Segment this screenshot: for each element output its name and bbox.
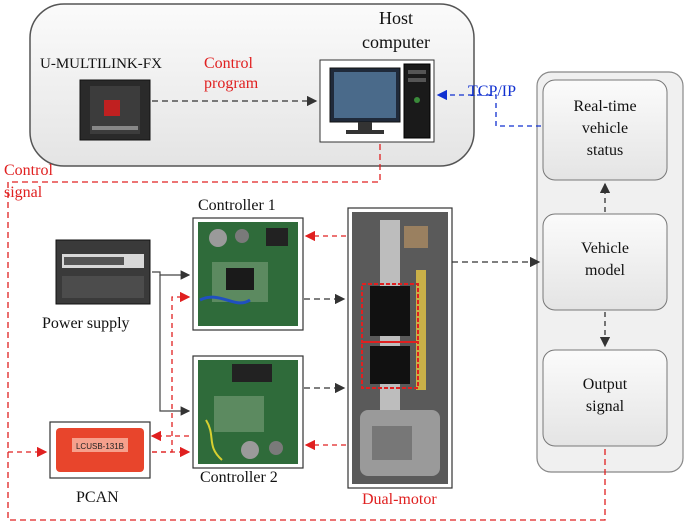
- power-to-controller2-line: [159, 275, 191, 416]
- vehicle-model-line2: model: [585, 262, 625, 279]
- multilink-device-image: [79, 79, 151, 141]
- tcpip-label: TCP/IP: [468, 83, 517, 100]
- control-program-line2: program: [204, 75, 259, 92]
- host-label-line1: Host: [378, 8, 413, 28]
- vehicle-model-text: Vehicle model: [543, 238, 667, 282]
- realtime-line3: status: [586, 142, 624, 159]
- output-signal-line1: Output: [582, 376, 628, 393]
- controller2-label: Controller 2: [200, 469, 278, 486]
- power-supply-image: [55, 239, 151, 305]
- dual-motor-image: [347, 207, 453, 489]
- control-signal-line2: signal: [4, 184, 43, 201]
- pcan-device-image: [49, 421, 151, 479]
- pcan-to-controller1-line: [152, 291, 191, 453]
- control-program-label: Control program: [204, 54, 258, 94]
- output-signal-text: Output signal: [543, 374, 667, 418]
- control-program-line1: Control: [204, 55, 253, 72]
- host-computer-label: Host computer: [336, 6, 456, 54]
- output-signal-box: [542, 349, 668, 447]
- pcan-label: PCAN: [76, 489, 119, 506]
- control-signal-label: Control signal: [4, 160, 53, 204]
- power-supply-label: Power supply: [42, 315, 130, 332]
- controller1-label: Controller 1: [198, 197, 276, 214]
- realtime-status-text: Real-time vehicle status: [543, 96, 667, 162]
- host-computer-image: [319, 59, 435, 143]
- dual-motor-label: Dual-motor: [362, 491, 437, 508]
- vehicle-model-box: [542, 213, 668, 311]
- output-signal-line2: signal: [585, 398, 625, 415]
- host-label-line2: computer: [362, 32, 430, 52]
- control-signal-line1: Control: [4, 162, 53, 179]
- pcan-device-text: LCUSB-131B: [76, 442, 124, 451]
- control-signal-line: [7, 144, 606, 521]
- controller2-image: [192, 355, 304, 469]
- realtime-line1: Real-time: [573, 98, 637, 115]
- vehicle-model-line1: Vehicle: [581, 240, 629, 257]
- realtime-line2: vehicle: [581, 120, 629, 137]
- realtime-status-box: [542, 79, 668, 181]
- tcpip-line: [436, 89, 541, 127]
- multilink-label: U-MULTILINK-FX: [40, 56, 162, 72]
- power-to-controller1-line: [152, 270, 191, 280]
- controller1-image: [192, 217, 304, 331]
